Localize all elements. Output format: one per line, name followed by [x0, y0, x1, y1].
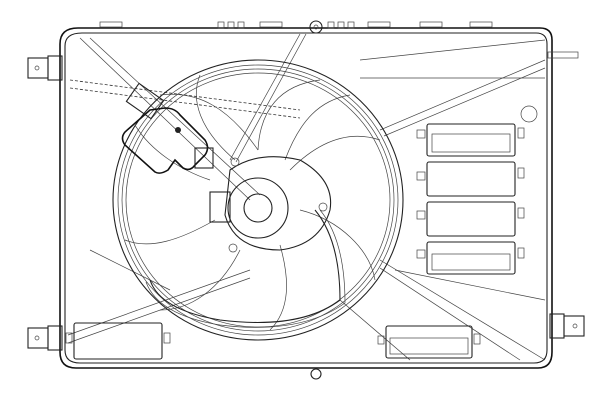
struts — [67, 33, 546, 361]
bottom-vent-flaps — [65, 322, 481, 360]
top-clips — [99, 20, 493, 34]
right-vent-flaps — [416, 105, 538, 275]
mount-tabs — [27, 51, 585, 351]
shroud-frame — [59, 20, 553, 380]
fan-blades — [124, 74, 381, 331]
bottom-pivot — [310, 368, 322, 380]
wire-harness — [145, 209, 346, 328]
control-module — [121, 82, 214, 174]
motor-hub — [209, 156, 332, 253]
fan-ring — [112, 59, 404, 341]
